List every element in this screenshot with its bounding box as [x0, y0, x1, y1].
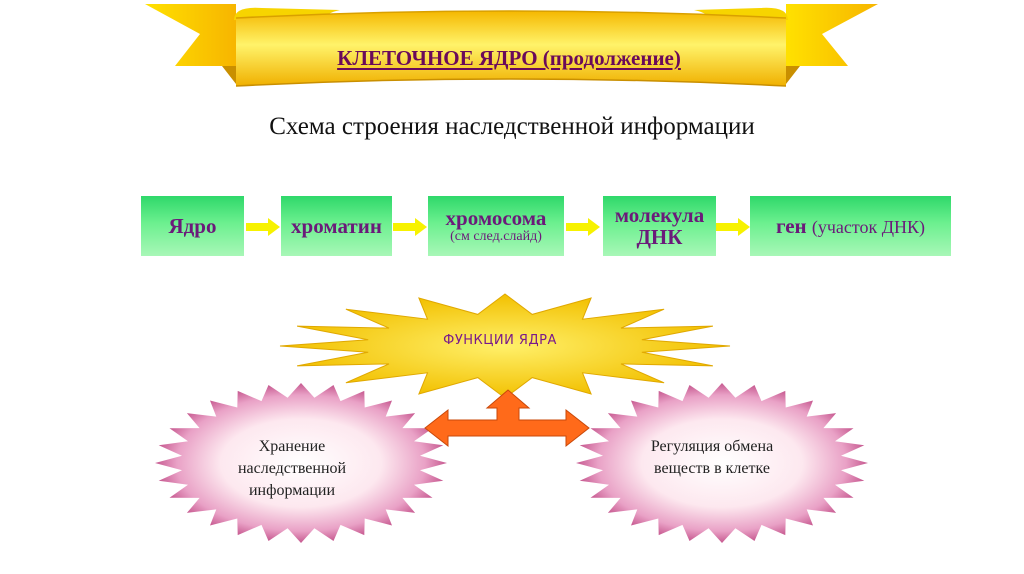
- slide-title: КЛЕТОЧНОЕ ЯДРО (продолжение): [337, 46, 681, 70]
- function-storage-text: Хранение наследственной информации: [237, 438, 347, 499]
- connector-arrow: [424, 389, 590, 448]
- chain-box-chromosome: хромосома (см след.слайд): [428, 196, 564, 256]
- chain-label: хроматин: [291, 213, 382, 238]
- scheme-subtitle: Схема строения наследственной информации: [269, 113, 755, 140]
- functions-title: ФУНКЦИИ ЯДРА: [443, 333, 557, 348]
- left-burst: [155, 383, 447, 543]
- function-regulation-text: Регуляция обмена веществ в клетке: [650, 438, 774, 477]
- arrow-right-icon: [566, 218, 600, 236]
- chain-box-gene: ген (участок ДНК): [750, 196, 951, 256]
- chain-box-dna: молекула ДНК: [603, 196, 716, 256]
- banner-ribbon: [145, 4, 878, 87]
- chain-sublabel: (см след.слайд): [450, 228, 542, 244]
- arrow-right-icon: [393, 218, 427, 236]
- chain-box-nucleus: Ядро: [141, 196, 244, 256]
- arrow-right-icon: [716, 218, 750, 236]
- chain-box-chromatin: хроматин: [281, 196, 392, 256]
- right-burst: [576, 383, 868, 543]
- gene-note: (участок ДНК): [811, 216, 926, 237]
- chain-label: Ядро: [168, 213, 217, 238]
- arrow-right-icon: [246, 218, 280, 236]
- chain-label: молекула ДНК: [614, 202, 705, 249]
- chain-label: хромосома: [445, 205, 547, 230]
- chain-label: ген (участок ДНК): [776, 215, 925, 237]
- gene-label: ген: [775, 213, 807, 238]
